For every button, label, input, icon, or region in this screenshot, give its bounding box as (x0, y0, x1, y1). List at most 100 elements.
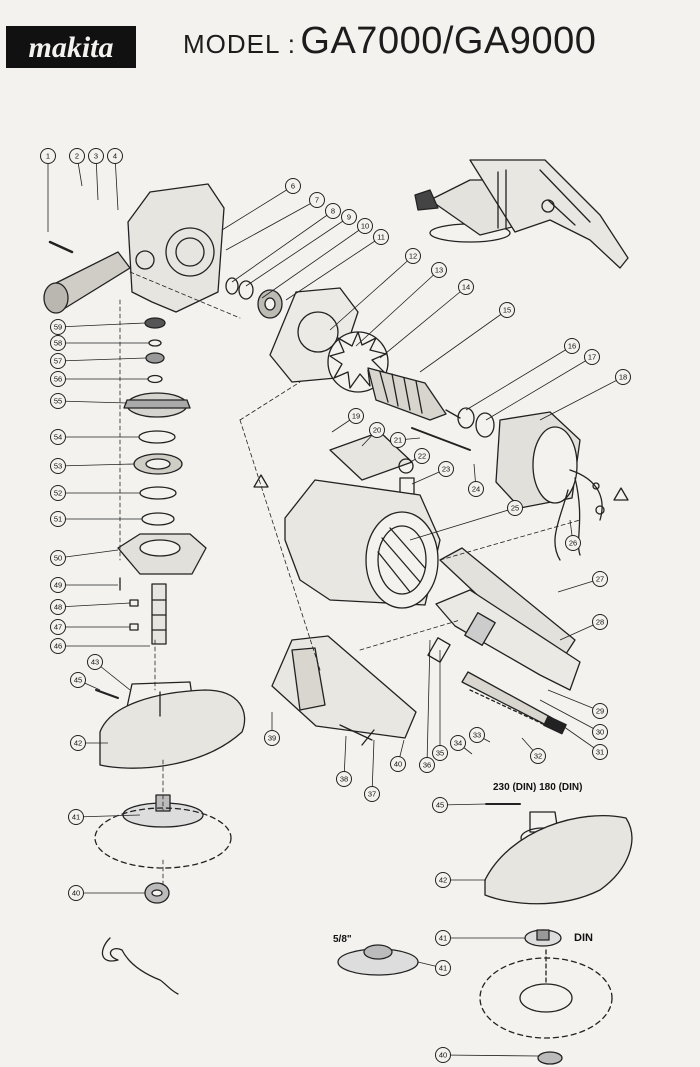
callout-42: 42 (70, 735, 86, 751)
callout-24: 24 (468, 481, 484, 497)
callout-26: 26 (565, 535, 581, 551)
callout-37: 37 (364, 786, 380, 802)
callout-number: 53 (54, 462, 62, 471)
din-guard-illustration (484, 803, 633, 905)
callout-14: 14 (458, 279, 474, 295)
model-number: GA7000/GA9000 (300, 20, 597, 62)
callout-1: 1 (40, 148, 56, 164)
leader-line-29 (547, 689, 601, 712)
callout-circle (341, 209, 357, 225)
callout-20: 20 (369, 422, 385, 438)
callout-number: 57 (54, 357, 62, 366)
callout-42: 42 (435, 872, 451, 888)
callout-circle (68, 885, 84, 901)
callout-circle (458, 279, 474, 295)
thread-size-note: 5/8" (333, 934, 352, 945)
callout-57: 57 (50, 353, 66, 369)
bearing-stack-illustration (225, 277, 283, 319)
callout-circle (615, 369, 631, 385)
callout-number: 27 (596, 575, 604, 584)
callout-number: 41 (439, 934, 447, 943)
callout-43: 43 (87, 654, 103, 670)
callout-40: 40 (390, 756, 406, 772)
callout-circle (507, 500, 523, 516)
brand-logo-text: makita (28, 31, 113, 64)
callout-49: 49 (50, 577, 66, 593)
callout-circle (50, 511, 66, 527)
callout-number: 45 (436, 801, 444, 810)
callout-number: 10 (361, 222, 369, 231)
callout-number: 49 (54, 581, 62, 590)
callout-3: 3 (88, 148, 104, 164)
leader-line-31 (559, 723, 601, 753)
leader-line-50 (57, 549, 119, 559)
callout-8: 8 (325, 203, 341, 219)
callout-circle (50, 485, 66, 501)
callout-39: 39 (264, 730, 280, 746)
callout-59: 59 (50, 319, 66, 335)
gear-housing-illustration (127, 183, 225, 313)
callout-circle (68, 809, 84, 825)
callout-circle (438, 461, 454, 477)
callout-number: 9 (347, 213, 351, 222)
callout-circle (364, 786, 380, 802)
leader-line-25 (409, 507, 516, 541)
rear-cover-illustration (271, 635, 417, 746)
callout-number: 23 (442, 465, 450, 474)
callout-30: 30 (592, 724, 608, 740)
callout-number: 26 (569, 539, 577, 548)
callout-number: 12 (409, 252, 417, 261)
callout-number: 2 (75, 152, 79, 161)
callout-55: 55 (50, 393, 66, 409)
callout-number: 45 (74, 676, 82, 685)
callout-41: 41 (68, 809, 84, 825)
callout-46: 46 (50, 638, 66, 654)
callout-circle (50, 550, 66, 566)
callout-circle (348, 408, 364, 424)
callout-45: 45 (70, 672, 86, 688)
leader-line-11 (285, 236, 382, 301)
callout-27: 27 (592, 571, 608, 587)
callout-circle (40, 148, 56, 164)
callout-number: 14 (462, 283, 470, 292)
callout-number: 13 (435, 266, 443, 275)
callout-circle (50, 371, 66, 387)
callout-number: 55 (54, 397, 62, 406)
callout-15: 15 (499, 302, 515, 318)
callout-58: 58 (50, 335, 66, 351)
callout-number: 54 (54, 433, 62, 442)
callout-circle (405, 248, 421, 264)
callout-31: 31 (592, 744, 608, 760)
leader-line-4 (114, 155, 119, 211)
callout-2: 2 (69, 148, 85, 164)
callout-28: 28 (592, 614, 608, 630)
thread-flange-illustration (337, 944, 419, 976)
callout-number: 34 (454, 739, 462, 748)
callout-circle (435, 1047, 451, 1063)
callout-circle (432, 797, 448, 813)
callout-17: 17 (584, 349, 600, 365)
callout-circle (450, 735, 466, 751)
callout-40: 40 (68, 885, 84, 901)
callout-number: 33 (473, 731, 481, 740)
callout-number: 16 (568, 342, 576, 351)
callout-4: 4 (107, 148, 123, 164)
callout-circle (592, 703, 608, 719)
callout-number: 37 (368, 790, 376, 799)
callout-circle (50, 458, 66, 474)
callout-circle (336, 771, 352, 787)
callout-circle (50, 619, 66, 635)
callout-number: 1 (46, 152, 50, 161)
callout-number: 11 (377, 233, 385, 242)
callout-circle (107, 148, 123, 164)
callout-number: 41 (72, 813, 80, 822)
callout-circle (432, 745, 448, 761)
callout-circle (50, 638, 66, 654)
callout-10: 10 (357, 218, 373, 234)
callout-number: 25 (511, 504, 519, 513)
callout-circle (564, 338, 580, 354)
parts-artwork (43, 159, 633, 1065)
callout-number: 4 (113, 152, 117, 161)
callout-11: 11 (373, 229, 389, 245)
